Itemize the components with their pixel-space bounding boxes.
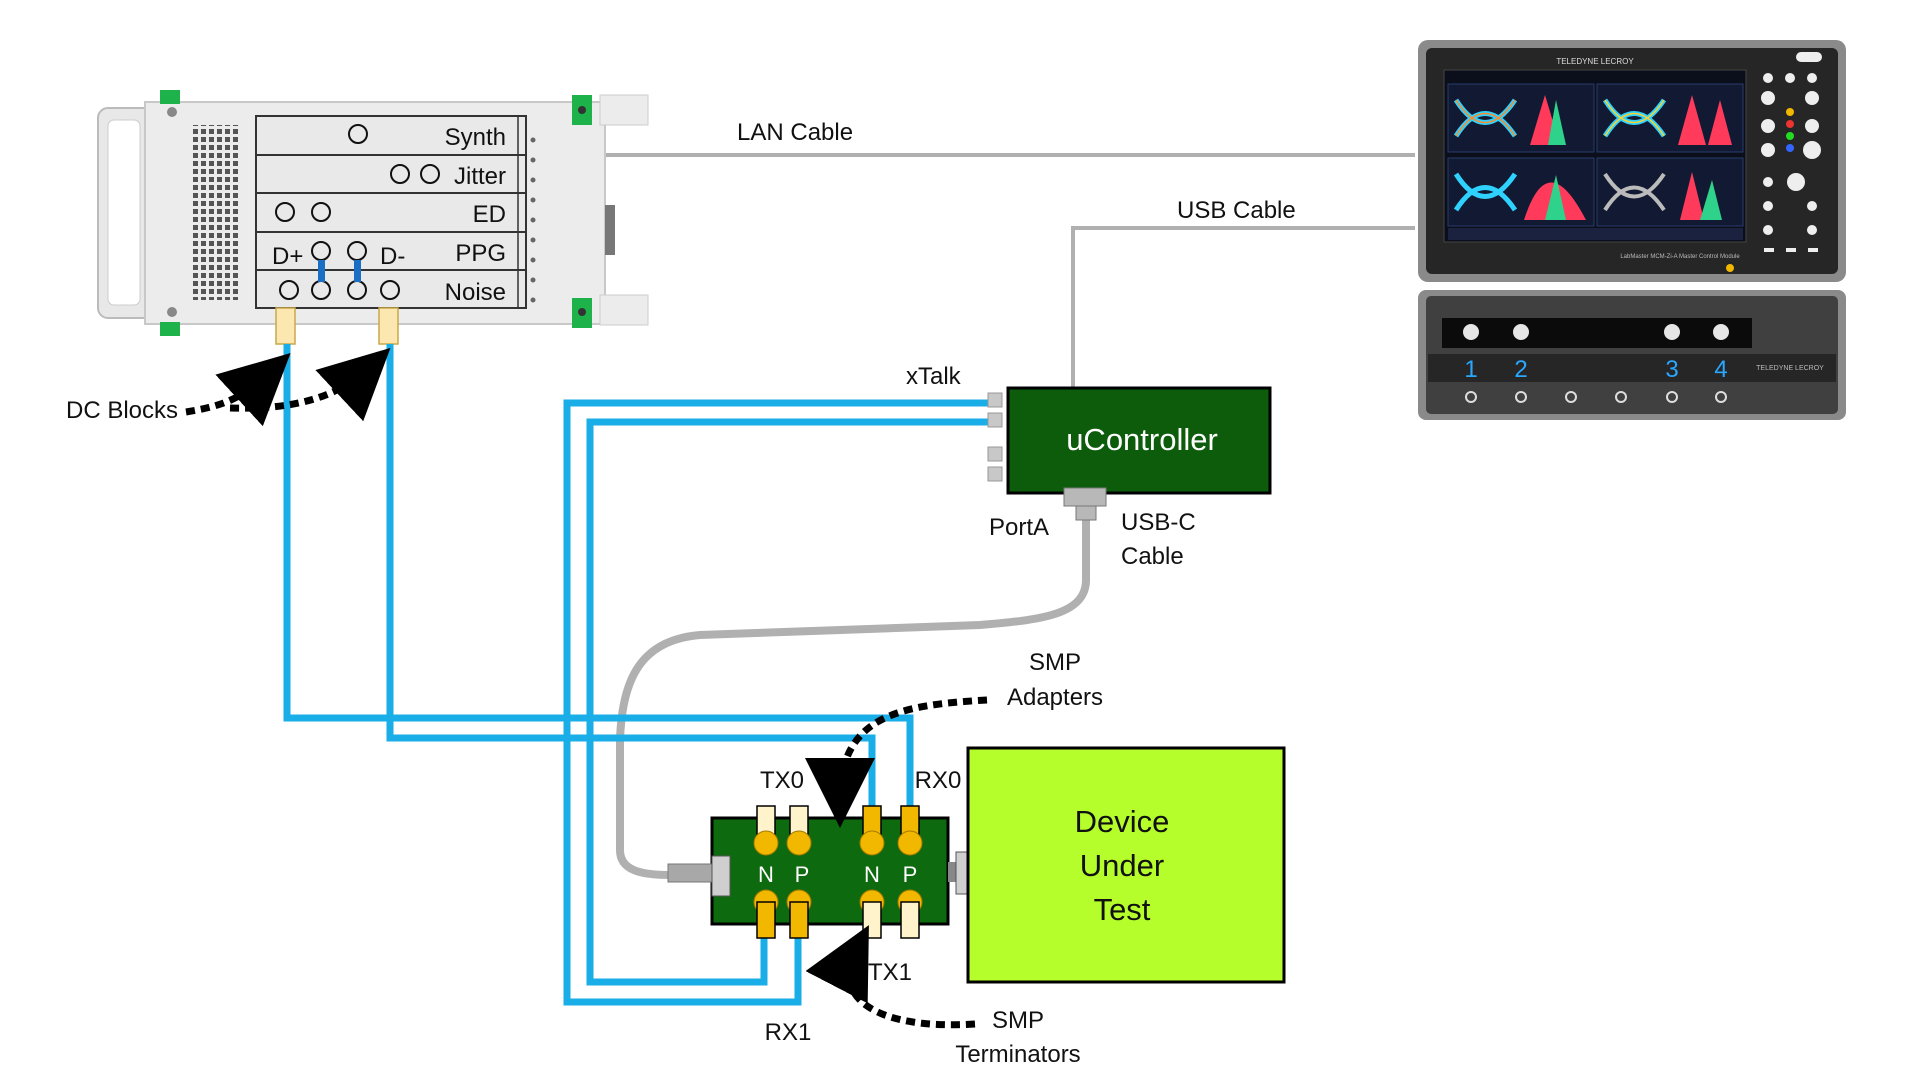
bert-instrument: Synth Jitter ED PPG Noise D+ D- [97, 90, 649, 345]
dc-block-right [378, 307, 399, 345]
rx0-label: RX0 [915, 767, 962, 794]
adapter-board: N P N P [667, 805, 977, 939]
smp-adapters-label-2: Adapters [1007, 684, 1103, 711]
tx1-p-terminator [900, 901, 920, 939]
usbc-label-2: Cable [1121, 543, 1184, 570]
scope-model: LabMaster MCM-Zi-A Master Control Module [1620, 254, 1740, 260]
dut-line2: Under [1080, 848, 1164, 883]
jumper-dplus [318, 260, 325, 282]
dc-block-arrow-left [185, 353, 291, 427]
module-panel [255, 115, 527, 309]
dc-blocks-label: DC Blocks [66, 397, 178, 424]
device-under-test: Device Under Test [966, 746, 1286, 984]
board-p-left: P [795, 862, 810, 887]
ucontroller-box [1006, 386, 1272, 495]
smp-terminators-arrow [805, 925, 976, 1029]
rx1-p-adapter [789, 901, 809, 939]
slot-label-ppg: PPG [455, 240, 506, 267]
slot-label-jitter: Jitter [454, 163, 506, 190]
slot-label-ed: ED [473, 201, 506, 228]
porta-label: PortA [989, 514, 1049, 541]
vent-grille [190, 125, 240, 300]
ed-connector-2 [311, 202, 331, 222]
channel-3-label: 3 [1665, 356, 1678, 383]
smp-adapters-label-1: SMP [1029, 649, 1081, 676]
slot-label-noise: Noise [445, 279, 506, 306]
porta-connector [1063, 487, 1107, 507]
lan-cable-label: LAN Cable [737, 119, 853, 146]
smp-adapters-arrow [805, 696, 988, 828]
dut-line3: Test [1094, 892, 1151, 927]
labels: LAN Cable USB Cable xTalk PortA USB-C Ca… [66, 119, 1296, 1068]
channel-4-label: 4 [1714, 356, 1727, 383]
slot-label-synth: Synth [445, 124, 506, 151]
ppg-dplus-label: D+ [272, 243, 303, 270]
usbc-cable [616, 515, 1090, 879]
channel-2-label: 2 [1514, 356, 1527, 383]
dc-block-arrow-right [229, 347, 391, 422]
dc-block-left [275, 307, 296, 345]
dut-box [966, 746, 1286, 984]
coax-dminus-to-rx0-n [386, 344, 876, 812]
scope-waveform-panes [1447, 83, 1744, 240]
tx0-label: TX0 [760, 767, 804, 794]
scope-knobs [1761, 52, 1822, 252]
scope-brand: TELEDYNE LECROY [1556, 57, 1634, 66]
board-usbc-connector [711, 855, 731, 897]
rx1-label: RX1 [765, 1019, 812, 1046]
coax-dplus-to-rx0-p [283, 344, 914, 812]
smp-terminators-label-2: Terminators [955, 1041, 1080, 1068]
noise-connector-4 [380, 280, 400, 300]
jitter-connector-1 [390, 164, 410, 184]
noise-connector-1 [279, 280, 299, 300]
xtalk-label: xTalk [906, 363, 962, 390]
channel-1-label: 1 [1464, 356, 1477, 383]
board-n-right: N [864, 862, 880, 887]
ucontroller-label: uController [1066, 422, 1218, 457]
xtalk-cable-inner [586, 418, 1000, 986]
jumper-dminus [354, 260, 361, 282]
xtalk-cable-outer [563, 399, 1000, 1006]
module-connectors [275, 124, 440, 300]
usbc-label-1: USB-C [1121, 509, 1196, 536]
usb-cable-label: USB Cable [1177, 197, 1296, 224]
board-p-right: P [903, 862, 918, 887]
ed-connector-1 [275, 202, 295, 222]
dut-line1: Device [1075, 804, 1170, 839]
ucontroller: uController [987, 386, 1272, 521]
synth-connector [348, 124, 368, 144]
board-n-left: N [758, 862, 774, 887]
usb-cable [1071, 226, 1415, 387]
channel-module-brand: TELEDYNE LECROY [1756, 365, 1824, 372]
tx1-label: TX1 [868, 959, 912, 986]
jitter-connector-2 [420, 164, 440, 184]
rx1-n-adapter [756, 901, 776, 939]
smp-terminators-label-1: SMP [992, 1007, 1044, 1034]
tx1-n-terminator [862, 901, 882, 939]
callout-arrows [185, 347, 988, 1029]
oscilloscope: TELEDYNE LECROY L [1418, 40, 1846, 420]
ppg-dminus-label: D- [380, 243, 405, 270]
